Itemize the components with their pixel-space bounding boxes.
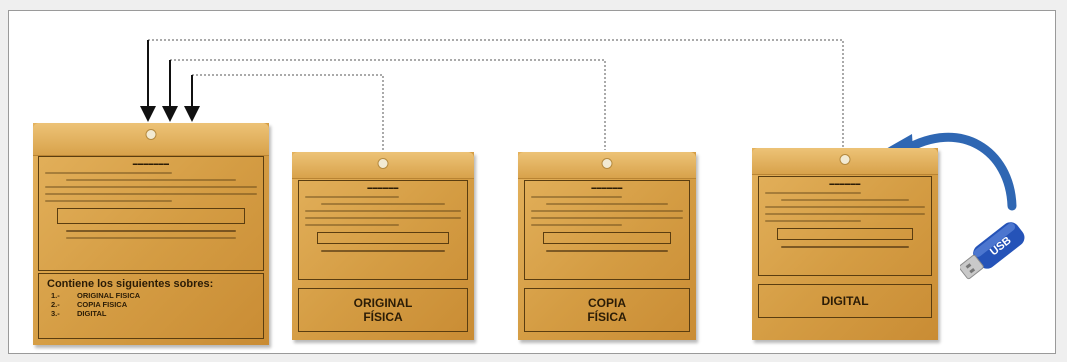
form-line	[781, 199, 909, 201]
form-inner-box	[57, 208, 245, 224]
contents-item: 2.-COPIA FISICA	[51, 300, 128, 309]
form-line	[305, 196, 399, 198]
envelope-form: ▬▬▬▬▬▬▬	[38, 156, 264, 271]
envelope-flap	[33, 123, 269, 156]
form-line	[765, 213, 925, 215]
envelope-form: ▬▬▬▬▬▬	[298, 180, 468, 280]
envelope-label: DIGITAL	[758, 284, 932, 318]
envelope-form: ▬▬▬▬▬▬	[524, 180, 690, 280]
form-line	[765, 220, 861, 222]
contents-list: Contiene los siguientes sobres: 1.-ORIGI…	[38, 273, 264, 339]
form-line	[546, 250, 668, 252]
envelope-form: ▬▬▬▬▬▬	[758, 176, 932, 276]
form-line	[305, 224, 399, 226]
form-line	[531, 217, 683, 219]
form-title: ▬▬▬▬▬▬	[591, 185, 623, 191]
digital-envelope: ▬▬▬▬▬▬ DIGITAL	[752, 148, 938, 340]
form-title: ▬▬▬▬▬▬▬	[132, 161, 170, 167]
form-line	[45, 193, 257, 195]
envelope-flap	[752, 148, 938, 175]
form-line	[66, 230, 236, 232]
form-title: ▬▬▬▬▬▬	[367, 185, 399, 191]
usb-body	[973, 222, 1025, 269]
form-line	[305, 217, 461, 219]
form-line	[531, 210, 683, 212]
contents-heading: Contiene los siguientes sobres:	[47, 278, 214, 290]
form-line	[66, 179, 236, 181]
envelope-clasp	[839, 154, 851, 165]
connector-copia	[170, 59, 606, 150]
form-line	[66, 237, 236, 239]
main-envelope: ▬▬▬▬▬▬▬ Contiene los siguientes sobres: …	[33, 123, 269, 345]
curved-arrow	[900, 132, 1017, 211]
form-inner-box	[317, 232, 449, 244]
envelope-clasp	[145, 129, 157, 140]
connector-digital	[148, 39, 844, 150]
usb-drive-icon: USB	[960, 222, 1025, 280]
usb-highlight	[973, 222, 1016, 257]
form-line	[305, 210, 461, 212]
usb-connector	[960, 254, 984, 280]
usb-pin	[969, 267, 976, 274]
form-title: ▬▬▬▬▬▬	[829, 181, 861, 187]
form-line	[781, 246, 909, 248]
envelope-flap	[518, 152, 696, 179]
connector-original	[192, 74, 384, 150]
form-line	[531, 224, 623, 226]
form-line	[45, 186, 257, 188]
form-line	[765, 206, 925, 208]
form-line	[320, 203, 446, 205]
form-line	[531, 196, 623, 198]
envelope-flap	[292, 152, 474, 179]
envelope-clasp	[377, 158, 389, 169]
form-line	[546, 203, 668, 205]
form-inner-box	[543, 232, 671, 244]
form-line	[765, 192, 861, 194]
usb-pin	[965, 263, 972, 269]
contents-item: 1.-ORIGINAL FISICA	[51, 291, 141, 300]
contents-item: 3.-DIGITAL	[51, 309, 107, 318]
form-line	[320, 250, 446, 252]
form-inner-box	[777, 228, 913, 240]
form-line	[45, 200, 173, 202]
envelope-clasp	[601, 158, 613, 169]
form-line	[45, 172, 173, 174]
